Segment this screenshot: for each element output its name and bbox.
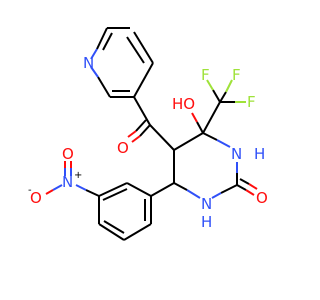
atom-label-h-lower: H	[201, 213, 212, 231]
bond	[126, 36, 145, 64]
bond	[90, 66, 99, 78]
bond	[85, 189, 100, 197]
atom-label-pyridine-n: N	[83, 54, 94, 72]
atom-label-fluorine: F	[201, 66, 210, 84]
bond	[133, 31, 154, 64]
bond	[239, 178, 250, 185]
bond	[212, 89, 221, 103]
charge-minus: -	[28, 185, 32, 196]
bond	[98, 182, 128, 197]
atom-label-nitro-o-minus: O	[30, 189, 42, 207]
bond	[225, 79, 233, 93]
bond	[45, 189, 54, 195]
bond	[173, 132, 204, 151]
bond	[220, 184, 238, 194]
bond	[236, 184, 247, 191]
bond	[102, 32, 113, 51]
bond	[96, 27, 108, 50]
atom-label-nitro-o: O	[62, 145, 74, 163]
bond	[126, 182, 152, 197]
atom-label-nh-lower: N	[201, 195, 212, 213]
molecule-structure-diagram: N O HO F F F N H N H O N + O O -	[28, 27, 268, 241]
bond	[196, 121, 204, 134]
bond	[75, 184, 87, 191]
bond	[131, 135, 141, 143]
bond	[98, 223, 125, 241]
bond	[202, 132, 218, 141]
atom-label-fluorine: F	[247, 93, 256, 111]
bond	[102, 188, 128, 201]
bond	[133, 62, 154, 98]
bond	[135, 119, 147, 132]
bond	[206, 79, 214, 91]
bond	[97, 76, 111, 98]
atom-label-nh-upper: N	[231, 145, 242, 163]
bond	[216, 139, 231, 148]
bond	[248, 183, 258, 190]
atom-label-hydroxyl: HO	[172, 95, 195, 113]
bond	[149, 124, 175, 151]
atom-label-fluorine: F	[232, 66, 241, 84]
bond	[103, 220, 125, 234]
bond	[123, 223, 152, 241]
atom-label-h-upper: H	[254, 145, 265, 163]
charge-plus: +	[74, 170, 82, 181]
bond	[245, 189, 255, 196]
bond	[90, 48, 98, 60]
bond	[191, 112, 198, 123]
atom-label-nitro-n: N	[62, 173, 73, 191]
bond	[52, 184, 63, 191]
atom-label-carbonyl-o: O	[117, 139, 129, 157]
bond	[127, 130, 137, 138]
atom-labels: N O HO F F F N H N H O N + O O -	[28, 54, 268, 231]
bond	[211, 192, 222, 199]
bond	[150, 182, 175, 197]
bond	[202, 101, 221, 134]
bond	[173, 182, 188, 191]
bond	[186, 189, 201, 199]
bond	[219, 91, 227, 103]
bond	[133, 96, 151, 126]
bond	[139, 124, 151, 137]
bonds	[45, 27, 258, 241]
atom-label-urea-o: O	[256, 189, 268, 207]
